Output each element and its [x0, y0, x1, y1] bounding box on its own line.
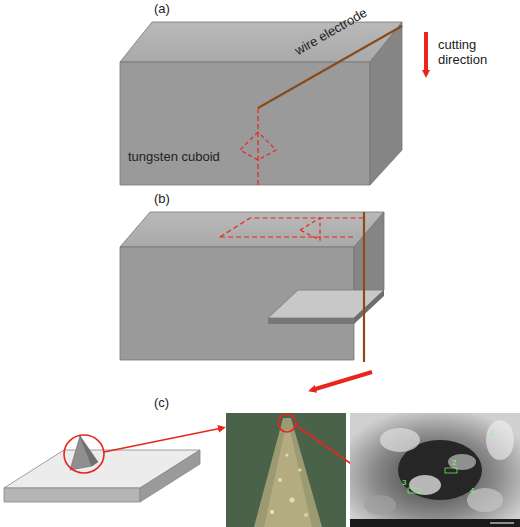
tungsten-cuboid-b	[120, 212, 384, 390]
tungsten-cuboid-a	[120, 22, 426, 185]
optical-micrograph	[226, 413, 360, 527]
callout-number: 4	[470, 486, 474, 495]
callout-number: 3	[402, 478, 406, 487]
sem-micrograph	[350, 413, 520, 527]
panel-label: (b)	[154, 192, 170, 207]
part-label: tungsten cuboid	[128, 150, 220, 165]
motion-label: cutting direction	[438, 38, 498, 68]
callout-number: 1	[490, 428, 494, 437]
panel-label: (c)	[154, 396, 169, 411]
callout-number: 2	[452, 458, 456, 467]
panel-label: (a)	[154, 2, 170, 17]
plate-with-pyramid	[4, 428, 222, 502]
